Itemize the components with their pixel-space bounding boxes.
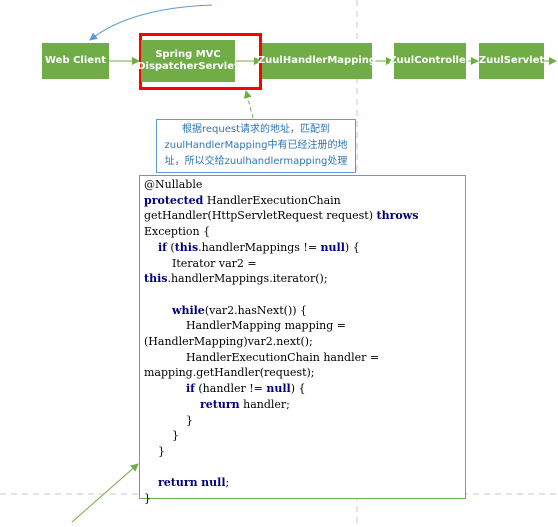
code-text: ) {: [344, 240, 360, 254]
code-line: HandlerExecutionChain handler =: [144, 350, 461, 366]
code-keyword: this: [144, 272, 168, 286]
code-text: ;: [225, 476, 230, 490]
code-text: (: [166, 240, 175, 254]
code-line: (HandlerMapping)var2.next();: [144, 334, 461, 350]
code-text: mapping.getHandler(request);: [144, 366, 315, 380]
code-line: HandlerMapping mapping =: [144, 318, 461, 334]
code-line: return null;: [144, 475, 461, 491]
note-line-2: zuulHandlerMapping中有已经注册的地: [164, 140, 348, 151]
code-text: [144, 398, 200, 411]
zuul-controller-node: ZuulController: [389, 43, 471, 79]
zuul-servlet-label: ZuulServlet: [478, 54, 545, 66]
return-arrow-curve: [89, 4, 213, 41]
code-block: @Nullable protected HandlerExecutionChain…: [144, 177, 461, 507]
code-line: return handler;: [144, 397, 461, 413]
note-line-1: 根据request请求的地址，匹配到: [181, 124, 330, 135]
code-text: [144, 382, 186, 395]
code-text: (var2.hasNext()) {: [204, 303, 308, 317]
code-text: }: [144, 444, 165, 458]
code-text: }: [144, 429, 179, 443]
code-line: Iterator var2 =: [144, 256, 461, 272]
web-client-node: Web Client: [42, 43, 109, 79]
dashed-arrow-note-to-dispatcher: [243, 90, 254, 119]
code-text: .handlerMappings !=: [198, 240, 321, 254]
code-line: }: [144, 444, 461, 460]
code-text: ) {: [290, 382, 306, 396]
code-text: HandlerExecutionChain: [203, 193, 341, 207]
code-keyword: throws: [376, 209, 419, 223]
code-keyword: if: [185, 382, 195, 396]
annotation-note: 根据request请求的地址，匹配到 zuulHandlerMapping中有已…: [156, 119, 356, 173]
code-line: this.handlerMappings.iterator();: [144, 271, 461, 287]
code-text: HandlerExecutionChain handler =: [144, 350, 380, 364]
code-text: (HandlerMapping)var2.next();: [144, 335, 313, 349]
code-line: while(var2.hasNext()) {: [144, 303, 461, 319]
code-line: [144, 460, 461, 476]
code-keyword: protected: [144, 193, 204, 207]
code-line: }: [144, 428, 461, 444]
dispatcher-servlet-node: Spring MVC DispatcherServlet: [137, 40, 239, 82]
code-text: [144, 241, 158, 254]
zuul-controller-label: ZuulController: [389, 54, 471, 66]
code-text: .handlerMappings.iterator();: [167, 272, 328, 286]
code-text: (handler !=: [194, 382, 267, 396]
code-snippet-box: @Nullable protected HandlerExecutionChain…: [139, 175, 466, 505]
dispatcher-label-line2: DispatcherServlet: [137, 61, 239, 72]
code-line: protected HandlerExecutionChain: [144, 193, 461, 209]
code-text: HandlerMapping mapping =: [144, 319, 346, 333]
code-keyword: null: [320, 240, 345, 254]
dispatcher-label-line1: Spring MVC: [155, 48, 221, 60]
zuul-handler-mapping-node: ZuulHandlerMapping: [258, 43, 376, 79]
note-line-3: 址，所以交给zuulhandlermapping处理: [164, 156, 348, 167]
code-line: Exception {: [144, 224, 461, 240]
code-line: if (this.handlerMappings != null) {: [144, 240, 461, 256]
code-keyword: return: [158, 476, 198, 490]
code-line: }: [144, 491, 461, 507]
code-text: [144, 476, 158, 489]
code-keyword: null: [266, 382, 291, 396]
code-keyword: while: [171, 303, 205, 317]
arrow-into-code-box: [71, 463, 139, 523]
code-line: @Nullable: [144, 177, 461, 193]
zuul-servlet-node: ZuulServlet: [479, 43, 544, 79]
code-line: if (handler != null) {: [144, 381, 461, 397]
zuul-handler-mapping-label: ZuulHandlerMapping: [257, 54, 377, 66]
dispatcher-highlight-frame: [139, 33, 262, 90]
code-text: Exception {: [144, 225, 211, 239]
code-text: }: [144, 492, 151, 506]
code-text: [144, 304, 172, 317]
code-text: Iterator var2 =: [144, 256, 257, 270]
code-line: [144, 287, 461, 303]
code-text: getHandler(HttpServletRequest request): [144, 209, 377, 223]
code-text: handler;: [239, 397, 290, 411]
code-line: getHandler(HttpServletRequest request) t…: [144, 208, 461, 224]
code-line: }: [144, 413, 461, 429]
code-keyword: null: [201, 476, 226, 490]
code-text: }: [144, 413, 193, 427]
code-keyword: this: [174, 240, 199, 254]
code-keyword: return: [199, 397, 240, 411]
code-text: @Nullable: [144, 178, 203, 191]
web-client-label: Web Client: [45, 54, 106, 66]
code-line: mapping.getHandler(request);: [144, 365, 461, 381]
code-keyword: if: [158, 240, 167, 254]
